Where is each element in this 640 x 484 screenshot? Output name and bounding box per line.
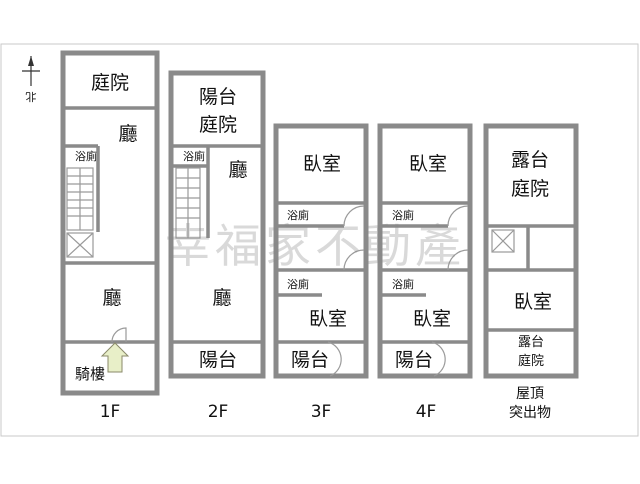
floor-1f: 庭院 廳 浴廁 廳 騎樓 1F: [60, 50, 160, 422]
floor-label: 1F: [100, 402, 121, 422]
room-label: 浴廁: [392, 277, 414, 291]
room-label: 臥室: [409, 153, 447, 175]
room-label: 陽台: [291, 349, 329, 371]
floor-4f: 臥室 浴廁 浴廁 臥室 陽台 4F: [377, 123, 473, 422]
floor-3f: 臥室 浴廁 浴廁 臥室 陽台 3F: [273, 123, 369, 422]
diagram-frame: [0, 43, 639, 437]
floor-label: 4F: [416, 402, 437, 422]
room-label: 陽台: [395, 349, 433, 371]
room-label: 廳: [102, 287, 121, 309]
floor-label: 突出物: [509, 405, 551, 421]
room-label: 陽台: [199, 86, 237, 108]
floor-2f-outline: [168, 70, 266, 379]
room-label: 庭院: [511, 178, 549, 200]
floor-1f-outline: [60, 50, 160, 396]
floor-2f: 陽台 庭院 浴廁 廳 廳 陽台 2F: [168, 70, 266, 422]
entrance-arrow-icon: [100, 342, 130, 373]
room-label: 臥室: [514, 291, 552, 313]
room-label: 浴廁: [287, 277, 309, 291]
room-label: 廳: [228, 159, 247, 181]
room-label: 臥室: [413, 308, 451, 330]
room-label: 浴廁: [392, 208, 414, 222]
room-label: 庭院: [518, 353, 544, 369]
room-label: 臥室: [303, 153, 341, 175]
room-label: 露台: [518, 335, 544, 350]
room-label: 浴廁: [287, 208, 309, 222]
floor-roof-outline: [483, 123, 579, 379]
stair-1f: [66, 167, 94, 258]
room-label: 庭院: [199, 114, 237, 136]
watermark-text: 幸福家不動產: [165, 219, 465, 273]
floor-4f-outline: [377, 123, 473, 379]
room-label: 露台: [511, 149, 549, 171]
north-compass: 北: [22, 56, 40, 103]
floor-label: 2F: [208, 402, 229, 422]
room-label: 陽台: [199, 349, 237, 371]
floor-label: 3F: [311, 402, 332, 422]
compass-label: 北: [26, 90, 37, 103]
floor-3f-outline: [273, 123, 369, 379]
room-label: 庭院: [91, 72, 129, 94]
room-label: 廳: [212, 287, 231, 309]
door-1f: [111, 327, 127, 343]
floor-roof: 露台 庭院 臥室 露台 庭院 屋頂 突出物: [483, 123, 579, 421]
room-label: 臥室: [309, 308, 347, 330]
room-label: 浴廁: [75, 149, 97, 163]
room-label: 浴廁: [183, 149, 205, 163]
room-label: 廳: [118, 123, 137, 145]
stair-2f: [175, 167, 201, 239]
floor-label: 屋頂: [516, 386, 544, 402]
room-label: 騎樓: [75, 365, 105, 383]
